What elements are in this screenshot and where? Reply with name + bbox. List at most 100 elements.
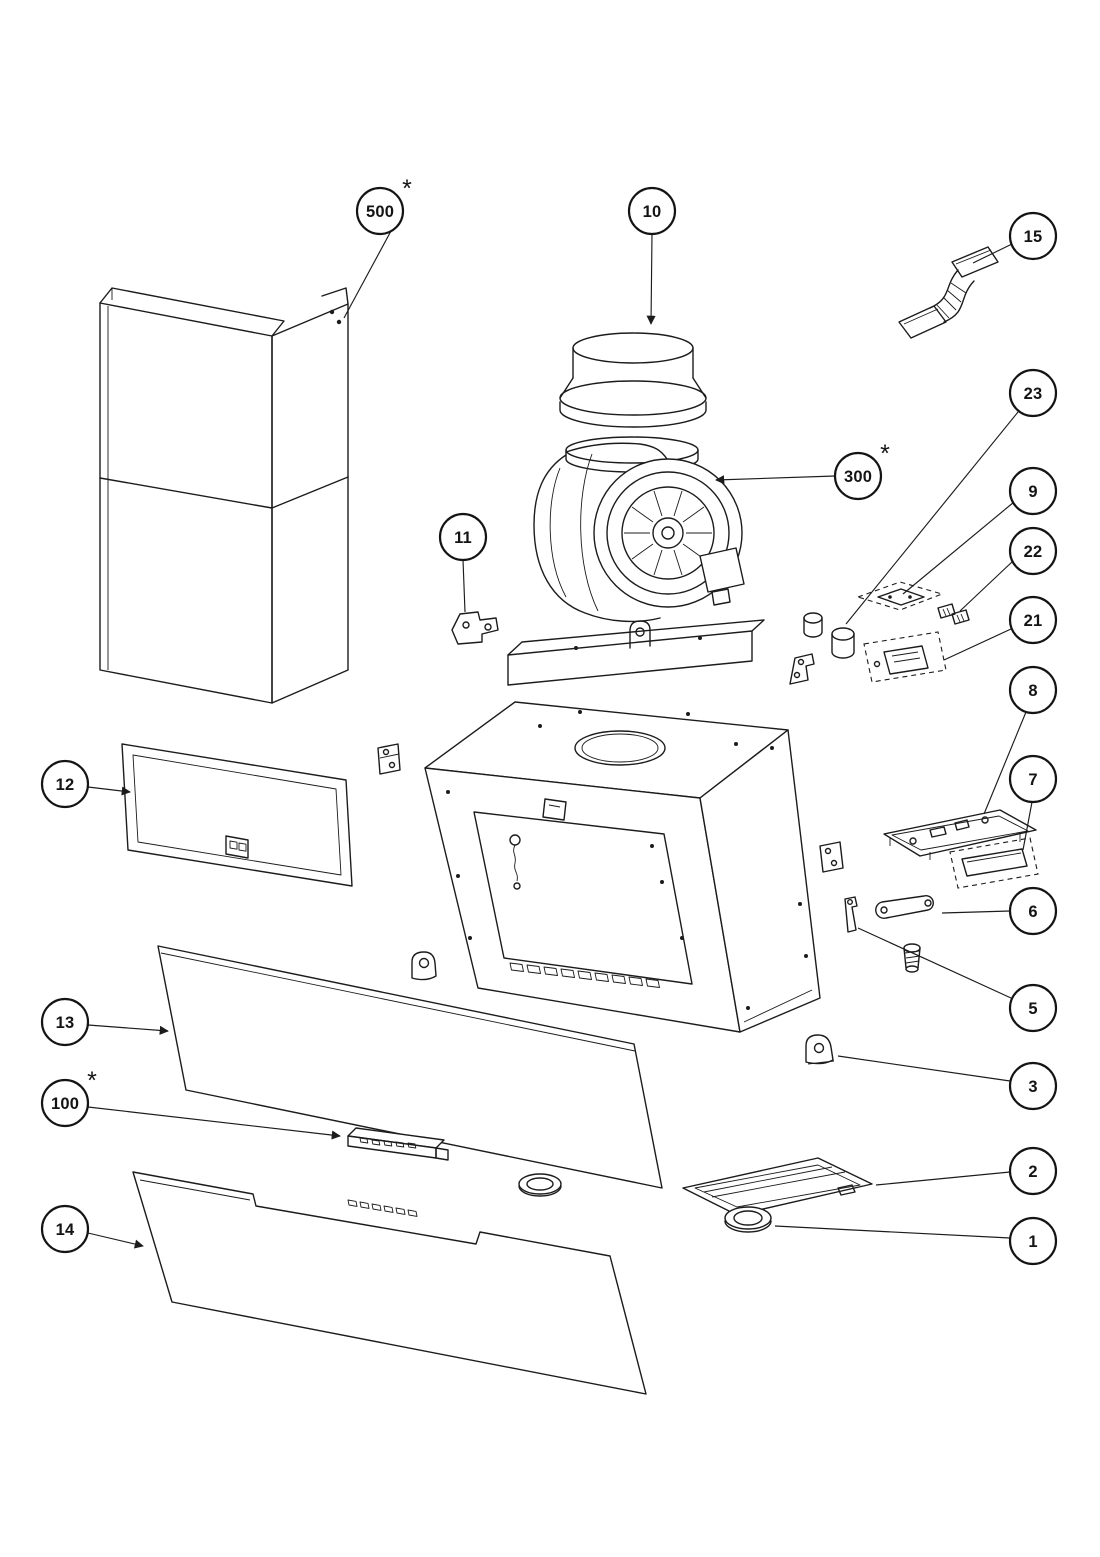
inner-glass-panel-part-13	[157, 945, 663, 1189]
relay-box-part-21	[863, 631, 947, 683]
blower-support-tray	[507, 619, 765, 686]
callout-label: 7	[1028, 771, 1037, 789]
leader-7	[1022, 801, 1033, 851]
callout-circle	[1008, 595, 1058, 645]
callout-9: 9	[1008, 466, 1058, 516]
leader-11	[462, 559, 466, 613]
pcb-module-part-9	[856, 581, 944, 611]
leader-13	[87, 1024, 169, 1035]
callout-300: 300 *	[833, 440, 890, 501]
chimney-duct-part-500	[99, 287, 349, 704]
callout-5: 5	[1008, 983, 1058, 1033]
capacitor-group-part-23	[789, 612, 855, 685]
callout-label: 100	[51, 1095, 79, 1113]
pivot-foot-part-3	[805, 1034, 835, 1065]
callout-11: 11	[438, 512, 488, 562]
leader-2	[875, 1171, 1011, 1186]
callout-circle	[1008, 211, 1058, 261]
control-strip-part-100	[347, 1127, 449, 1161]
leader-9	[902, 501, 1015, 595]
callout-circle	[1008, 1146, 1058, 1196]
hinge-lever-part-6	[875, 895, 934, 973]
callout-label: 9	[1028, 483, 1037, 501]
leader-500	[343, 230, 392, 319]
callout-asterisk: *	[880, 440, 890, 468]
leader-5	[857, 927, 1012, 999]
callout-21: 21	[1008, 595, 1058, 645]
callout-label: 6	[1028, 903, 1037, 921]
damper-cap-upper	[518, 1173, 562, 1197]
callout-circle	[1008, 1216, 1058, 1266]
leader-layer	[87, 230, 1033, 1249]
callout-500: 500 *	[355, 175, 412, 236]
callout-circle	[40, 1078, 90, 1128]
callout-7: 7	[1008, 754, 1058, 804]
leader-23	[845, 411, 1019, 625]
leader-10	[646, 233, 656, 325]
grease-tray-part-2	[682, 1157, 873, 1216]
callout-6: 6	[1008, 886, 1058, 936]
callout-12: 12	[40, 759, 90, 809]
callout-label: 500	[366, 203, 394, 221]
callout-circle	[40, 759, 90, 809]
callout-circle	[1008, 754, 1058, 804]
callout-circle	[438, 512, 488, 562]
spring-clip-part-5	[844, 896, 858, 933]
leader-8	[983, 711, 1027, 815]
callout-8: 8	[1008, 665, 1058, 715]
callout-label: 22	[1024, 543, 1043, 561]
front-glass-panel-part-14	[132, 1171, 647, 1395]
callout-label: 5	[1028, 1000, 1037, 1018]
leader-14	[87, 1232, 144, 1249]
spare-module-part-7	[949, 837, 1039, 889]
callout-10: 10	[627, 186, 677, 236]
leader-22	[959, 560, 1014, 612]
callout-label: 10	[643, 203, 662, 221]
callout-circle	[833, 451, 883, 501]
callout-label: 14	[56, 1221, 75, 1239]
leader-15	[972, 243, 1013, 264]
callout-3: 3	[1008, 1061, 1058, 1111]
screw-holes	[446, 710, 808, 1010]
control-pcb-tray-part-8	[883, 809, 1037, 860]
callout-asterisk: *	[402, 175, 412, 203]
mounting-bracket-part-11	[451, 611, 499, 645]
callout-label: 2	[1028, 1163, 1037, 1181]
callout-label: 8	[1028, 682, 1037, 700]
angle-bracket-right	[819, 841, 844, 873]
callout-label: 23	[1024, 385, 1043, 403]
callout-label: 300	[844, 468, 872, 486]
callout-22: 22	[1008, 526, 1058, 576]
callout-asterisk: *	[87, 1067, 97, 1095]
callout-circle	[40, 997, 90, 1047]
ribbon-cable-part-15	[898, 246, 999, 339]
duct-adapter-part-10	[559, 332, 707, 428]
callout-13: 13	[40, 997, 90, 1047]
angle-bracket-top-left	[377, 743, 401, 775]
leader-12	[87, 786, 131, 796]
foot-bracket-front-left	[411, 951, 437, 981]
leader-21	[943, 628, 1012, 661]
leader-6	[941, 910, 1011, 914]
leader-3	[837, 1055, 1011, 1082]
callout-label: 12	[56, 776, 75, 794]
leader-1	[774, 1225, 1011, 1239]
callout-label: 21	[1024, 612, 1043, 630]
callout-label: 1	[1028, 1233, 1037, 1251]
damper-cap-part-1	[724, 1206, 772, 1233]
callout-circle	[1008, 665, 1058, 715]
leader-300	[715, 475, 836, 485]
callout-label: 11	[454, 529, 472, 547]
callout-circle	[1008, 466, 1058, 516]
blower-motor-assembly-part-300	[533, 436, 745, 623]
rear-frame-panel-part-12	[121, 743, 353, 887]
callout-circle	[1008, 983, 1058, 1033]
leader-100	[87, 1106, 341, 1140]
callout-14: 14	[40, 1204, 90, 1254]
callout-1: 1	[1008, 1216, 1058, 1266]
callout-15: 15	[1008, 211, 1058, 261]
callout-circle	[355, 186, 405, 236]
callout-label: 13	[56, 1014, 75, 1032]
